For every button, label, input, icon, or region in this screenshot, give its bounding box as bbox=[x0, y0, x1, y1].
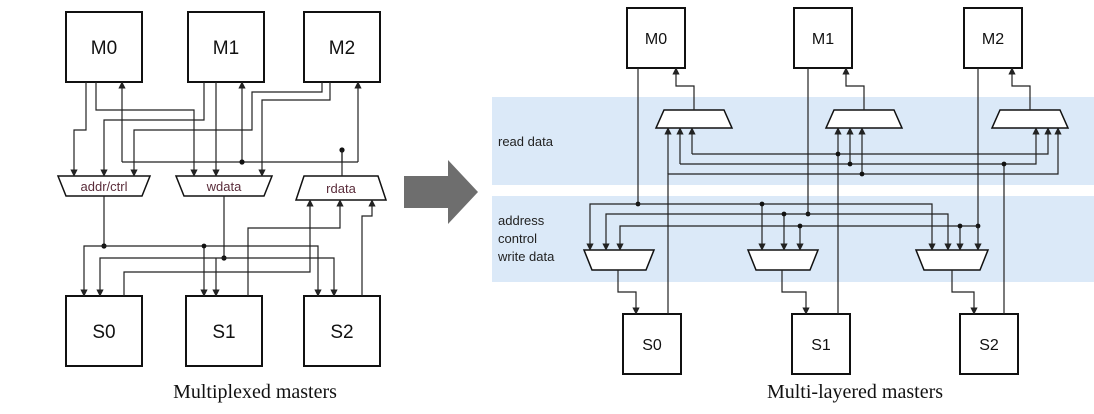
left-mux-addr-ctrl-label: addr/ctrl bbox=[81, 179, 128, 194]
right-slave-s2-label: S2 bbox=[979, 337, 999, 354]
write-band-label-line3: write data bbox=[497, 249, 555, 264]
right-slave-s0-label: S0 bbox=[642, 337, 662, 354]
left-mux-rdata: rdata bbox=[294, 175, 388, 201]
left-slave-s0-label: S0 bbox=[92, 322, 115, 343]
transition-arrow-icon bbox=[404, 160, 478, 224]
right-write-mux-s0 bbox=[582, 249, 656, 271]
right-master-m2-label: M2 bbox=[982, 31, 1004, 48]
write-band-label-line1: address bbox=[498, 213, 545, 228]
left-master-m0-label: M0 bbox=[91, 38, 117, 59]
left-master-m1: M1 bbox=[187, 11, 265, 83]
left-caption: Multiplexed masters bbox=[173, 381, 337, 403]
left-master-m2: M2 bbox=[303, 11, 381, 83]
right-write-mux-s1 bbox=[746, 249, 820, 271]
right-read-mux-m0 bbox=[654, 109, 734, 129]
left-mux-wdata-label: wdata bbox=[206, 179, 242, 194]
read-data-band-label: read data bbox=[498, 134, 554, 149]
left-mux-wdata: wdata bbox=[174, 175, 274, 197]
multi-layered-masters-diagram: read data address control write data M0 … bbox=[492, 7, 1094, 403]
right-master-m2: M2 bbox=[963, 7, 1023, 69]
left-mux-rdata-label: rdata bbox=[326, 181, 356, 196]
right-master-m1: M1 bbox=[793, 7, 853, 69]
left-master-m0: M0 bbox=[65, 11, 143, 83]
write-band-label-line2: control bbox=[498, 231, 537, 246]
left-master-m1-label: M1 bbox=[213, 38, 239, 59]
right-slave-s0: S0 bbox=[622, 313, 682, 375]
right-slave-s1: S1 bbox=[791, 313, 851, 375]
right-master-m0: M0 bbox=[626, 7, 686, 69]
right-master-m0-label: M0 bbox=[645, 31, 667, 48]
right-caption: Multi-layered masters bbox=[767, 381, 943, 403]
read-data-band bbox=[492, 97, 1094, 185]
right-master-m1-label: M1 bbox=[812, 31, 834, 48]
left-slave-s2: S2 bbox=[303, 295, 381, 367]
left-wires bbox=[70, 81, 376, 297]
left-slave-s2-label: S2 bbox=[330, 322, 353, 343]
multiplexed-masters-diagram: M0 M1 M2 S0 S1 S2 addr/ctrl bbox=[56, 11, 388, 403]
right-read-mux-m2 bbox=[990, 109, 1070, 129]
right-read-mux-m1 bbox=[824, 109, 904, 129]
left-slave-s0: S0 bbox=[65, 295, 143, 367]
left-slave-s1: S1 bbox=[185, 295, 263, 367]
right-wires bbox=[586, 67, 1062, 315]
right-write-mux-s2 bbox=[914, 249, 990, 271]
left-mux-addr-ctrl: addr/ctrl bbox=[56, 175, 152, 197]
right-slave-s2: S2 bbox=[959, 313, 1019, 375]
left-slave-s1-label: S1 bbox=[212, 322, 235, 343]
right-slave-s1-label: S1 bbox=[811, 337, 831, 354]
left-master-m2-label: M2 bbox=[329, 38, 355, 59]
